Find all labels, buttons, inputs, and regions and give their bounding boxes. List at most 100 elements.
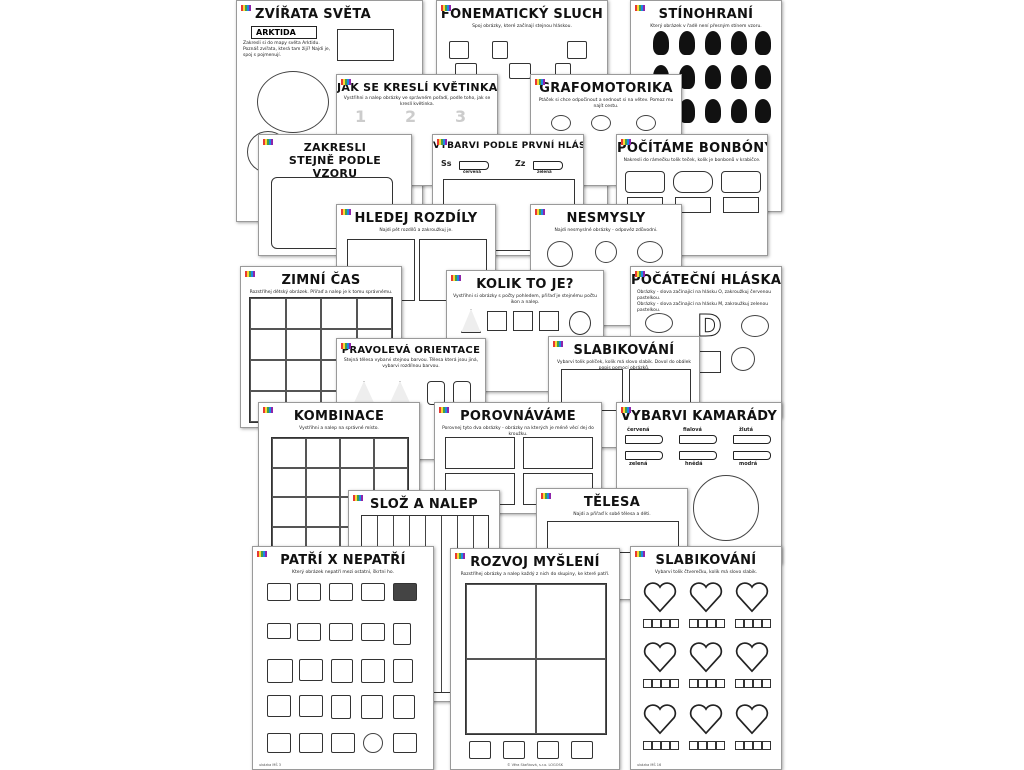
skis-icon	[299, 733, 323, 753]
silhouette-icon	[679, 31, 695, 55]
sock-icon	[393, 659, 413, 683]
answer-frame	[723, 197, 759, 213]
syllable-square	[661, 741, 670, 750]
logo-stripe	[437, 139, 447, 145]
syllable-square	[643, 619, 652, 628]
sheet-instructions: Obrázky - slova začínající na hlásku M, …	[637, 302, 769, 313]
bird-icon	[551, 115, 571, 131]
crayon-icon	[679, 451, 717, 460]
crayon-icon	[679, 435, 717, 444]
sheet-title: HLEDEJ ROZDÍLY	[354, 211, 478, 226]
skate-icon	[297, 583, 321, 601]
syllable-square	[661, 679, 670, 688]
sheet-instructions: Vybarvi tolik čtverečku, kolik má slovo …	[654, 570, 758, 575]
crayon-icon	[625, 451, 663, 460]
page-footer: ukázka MŠ 16	[637, 763, 662, 767]
syllable-square	[753, 679, 762, 688]
color-label: fialová	[683, 427, 702, 433]
pig-icon	[637, 241, 663, 263]
sheet-kolik-to-je: KOLIK TO JE? Vystřihni si obrázky s počt…	[446, 270, 604, 392]
logo-stripe	[245, 271, 255, 277]
silhouette-icon	[679, 99, 695, 123]
heart-icon	[735, 641, 769, 673]
syllable-square	[698, 741, 707, 750]
syllable-square	[643, 741, 652, 750]
camera-icon	[509, 63, 531, 79]
silhouette-icon	[755, 31, 771, 55]
syllable-square	[689, 619, 698, 628]
syllable-square	[716, 619, 725, 628]
syllable-square	[744, 619, 753, 628]
heart-icon	[689, 641, 723, 673]
syllable-square	[762, 619, 771, 628]
syllable-square	[735, 741, 744, 750]
logo-stripe	[535, 209, 545, 215]
sheet-instructions: Najdi pět rozdílů a zakroužkuj je.	[379, 228, 453, 233]
syllable-square	[652, 619, 661, 628]
sheet-title: ZIMNÍ ČAS	[281, 273, 361, 288]
mug-icon	[449, 41, 469, 59]
skate-icon	[267, 733, 291, 753]
sheet-title: PATŘÍ X NEPATŘÍ	[280, 553, 406, 568]
logo-stripe	[621, 139, 631, 145]
ball-icon	[363, 733, 383, 753]
sheet-instructions: Vybarvi tolik políček, kolik má slovo sl…	[556, 360, 692, 371]
boot-icon	[331, 659, 353, 683]
ring-icon	[547, 241, 573, 267]
kite-icon	[731, 347, 755, 371]
sheet-instructions: Který obrázek v řadě není přesným stínem…	[650, 24, 762, 29]
logo-stripe	[455, 553, 465, 559]
crayon-icon	[733, 451, 771, 460]
ski-pole-icon	[297, 623, 321, 641]
sheet-instructions: Porovnej tyto dva obrázky - obrázky na k…	[442, 426, 594, 437]
sheet-title: ZVÍŘATA SVĚTA	[255, 7, 371, 22]
syllable-square	[689, 741, 698, 750]
sheet-title: SLABIKOVÁNÍ	[655, 553, 757, 568]
syllable-square	[744, 679, 753, 688]
heart-icon	[689, 703, 723, 735]
silhouette-icon	[731, 31, 747, 55]
syllable-square	[707, 619, 716, 628]
sweater-icon	[267, 659, 293, 683]
logo-stripe	[451, 275, 461, 281]
heart-icon	[735, 703, 769, 735]
sheet-title: FONEMATICKÝ SLUCH	[440, 7, 604, 22]
page-footer: © Věra Staňková, s.r.o. LOGOSK	[506, 763, 564, 767]
crayon-icon	[625, 435, 663, 444]
sledge-icon	[393, 733, 417, 753]
logo-stripe	[441, 5, 451, 11]
logo-stripe	[553, 341, 563, 347]
sheet-title: PRAVOLEVÁ ORIENTACE	[341, 345, 481, 356]
sheet-instructions: Nakresli do rámečku tolik teček, kolik j…	[623, 158, 761, 163]
sheet-title: SLOŽ A NALEP	[369, 497, 478, 512]
candy-box	[721, 171, 761, 193]
logo-stripe	[439, 407, 449, 413]
sheet-instructions: Vystřihni si obrázky s počty pohledem, p…	[453, 294, 597, 305]
crayon-icon	[733, 435, 771, 444]
step-number: 1	[355, 107, 367, 126]
syllable-square	[735, 679, 744, 688]
color-label: hnědá	[685, 461, 703, 467]
guitar-icon	[569, 311, 591, 335]
logo-stripe	[535, 79, 545, 85]
penguin-icon	[331, 695, 351, 719]
sheet-title: JAK SE KRESLÍ KVĚTINKA	[337, 81, 498, 94]
sheet-slabikovani-2: SLABIKOVÁNÍ Vybarvi tolik čtverečku, kol…	[630, 546, 782, 770]
syllable-square	[716, 679, 725, 688]
trophy-icon	[492, 41, 508, 59]
flower-icon	[595, 241, 617, 263]
letter-label: Ss	[441, 159, 452, 168]
logo-stripe	[353, 495, 363, 501]
silhouette-icon	[705, 99, 721, 123]
sheet-title: NESMYSLY	[566, 211, 646, 226]
silhouette-icon	[755, 65, 771, 89]
bird-icon	[591, 115, 611, 131]
compare-panel	[445, 437, 515, 469]
sheet-title: VYBARVI PODLE PRVNÍ HLÁSKY	[433, 141, 584, 151]
sheet-instructions: Spoj obrázky, které začínají stejnou hlá…	[472, 24, 572, 29]
heart-icon	[643, 581, 677, 613]
syllable-square	[652, 679, 661, 688]
syllable-square	[652, 741, 661, 750]
color-label: modrá	[739, 461, 758, 467]
sheet-title: SLABIKOVÁNÍ	[573, 343, 675, 358]
